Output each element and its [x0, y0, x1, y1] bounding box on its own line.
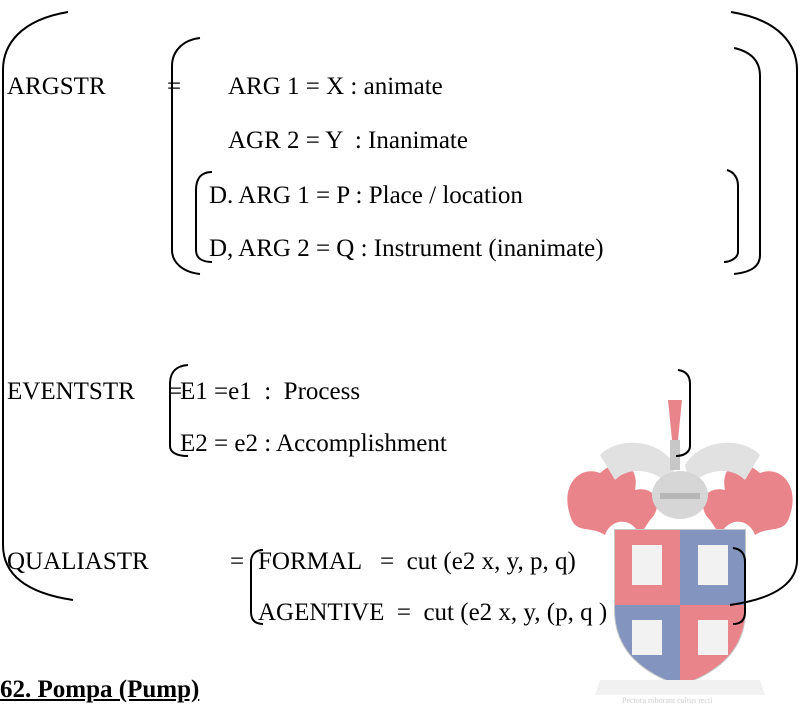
- argstr-equals: =: [167, 73, 182, 100]
- crest-motto: Pectora roborant cultus recti: [622, 696, 713, 705]
- university-crest-watermark: [567, 400, 793, 695]
- qualiastr-formal: FORMAL = cut (e2 x, y, p, q): [258, 548, 576, 575]
- qualiastr-agentive: AGENTIVE = cut (e2 x, y, (p, q ): [258, 599, 608, 626]
- qualiastr-label: QUALIASTR: [7, 548, 149, 575]
- eventstr-right-bracket: [675, 369, 691, 457]
- qualiastr-equals: =: [230, 548, 245, 575]
- qualiastr-left-bracket: [250, 549, 264, 625]
- argstr-arg1: ARG 1 = X : animate: [228, 73, 443, 100]
- darg-right-bracket: [723, 169, 739, 263]
- section-heading: 62. Pompa (Pump): [0, 676, 200, 703]
- argstr-darg1: D. ARG 1 = P : Place / location: [209, 182, 523, 209]
- darg-left-bracket: [195, 171, 213, 263]
- eventstr-label: EVENTSTR: [7, 378, 135, 405]
- argstr-right-bracket: [733, 47, 761, 275]
- argstr-darg2: D, ARG 2 = Q : Instrument (inanimate): [209, 235, 604, 262]
- outer-right-bracket: [729, 11, 798, 606]
- outer-left-bracket: [1, 11, 74, 601]
- eventstr-left-bracket: [169, 364, 189, 457]
- argstr-label: ARGSTR: [7, 73, 106, 100]
- argstr-arg2: AGR 2 = Y : Inanimate: [228, 127, 468, 154]
- eventstr-e2: E2 = e2 : Accomplishment: [180, 430, 447, 457]
- eventstr-equals: =: [168, 378, 183, 405]
- eventstr-e1: E1 =e1 : Process: [180, 378, 361, 405]
- argstr-left-bracket: [171, 37, 201, 275]
- qualiastr-right-bracket: [732, 547, 746, 625]
